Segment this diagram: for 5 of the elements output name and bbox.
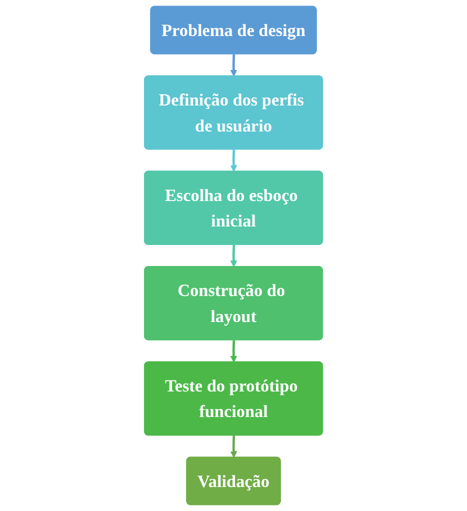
arrow — [230, 340, 238, 362]
arrow — [230, 244, 238, 268]
arrow — [230, 436, 238, 458]
arrow — [230, 54, 238, 76]
arrow — [230, 150, 238, 172]
